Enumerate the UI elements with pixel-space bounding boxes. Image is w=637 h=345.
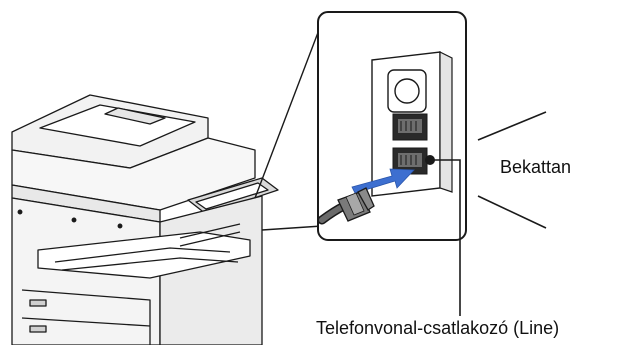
line-port-label: Telefonvonal-csatlakozó (Line)	[316, 318, 559, 339]
printer-illustration	[12, 95, 278, 345]
upper-phone-port	[393, 114, 427, 140]
click-label: Bekattan	[500, 157, 571, 178]
zoomed-panel	[318, 12, 466, 316]
zoom-lines	[255, 22, 322, 230]
